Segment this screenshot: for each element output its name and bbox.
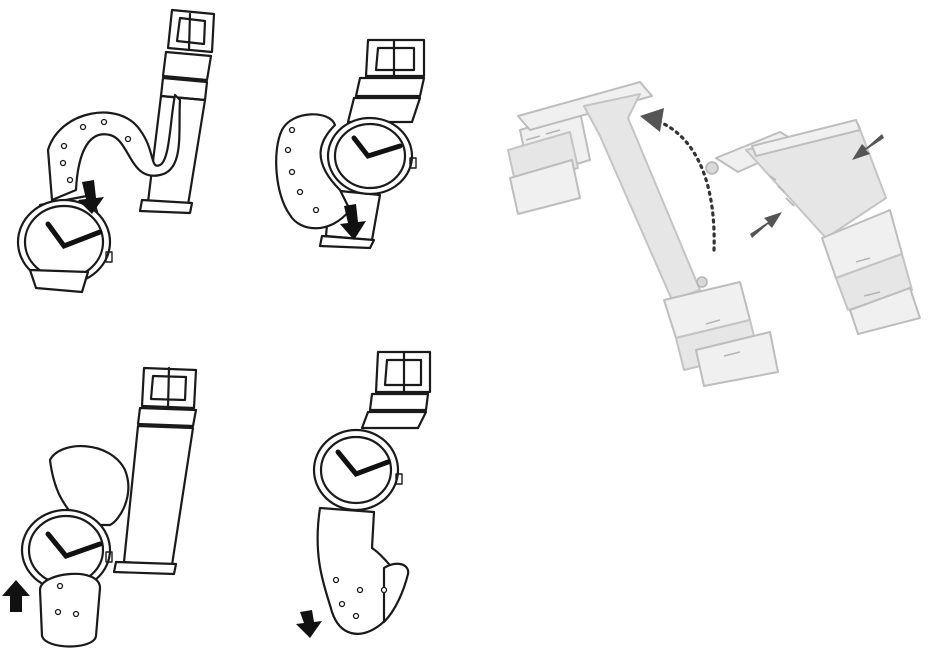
buckle-icon: [366, 40, 424, 76]
strap-icon: [48, 52, 211, 213]
bracelet-links-left: [508, 112, 590, 214]
dotted-curved-arrow-head: [640, 108, 664, 132]
buckle-icon: [168, 10, 214, 52]
watch-icon: [328, 118, 416, 194]
strap-icon: [362, 394, 428, 428]
strap-icon: [40, 574, 100, 647]
step-2-panel: [276, 40, 424, 248]
watch-icon: [314, 430, 402, 510]
step-3-panel: [2, 368, 196, 647]
step-4-panel: [296, 352, 430, 638]
buckle-icon: [376, 352, 430, 392]
buckle-icon: [142, 368, 196, 408]
arrow-up-icon: [2, 580, 30, 612]
strap-icon: [318, 508, 409, 634]
watch-icon: [18, 195, 112, 292]
step-1-panel: [18, 10, 214, 292]
arrow-down-icon: [296, 610, 322, 638]
metal-bracelet-clasp-panel: [508, 82, 920, 386]
